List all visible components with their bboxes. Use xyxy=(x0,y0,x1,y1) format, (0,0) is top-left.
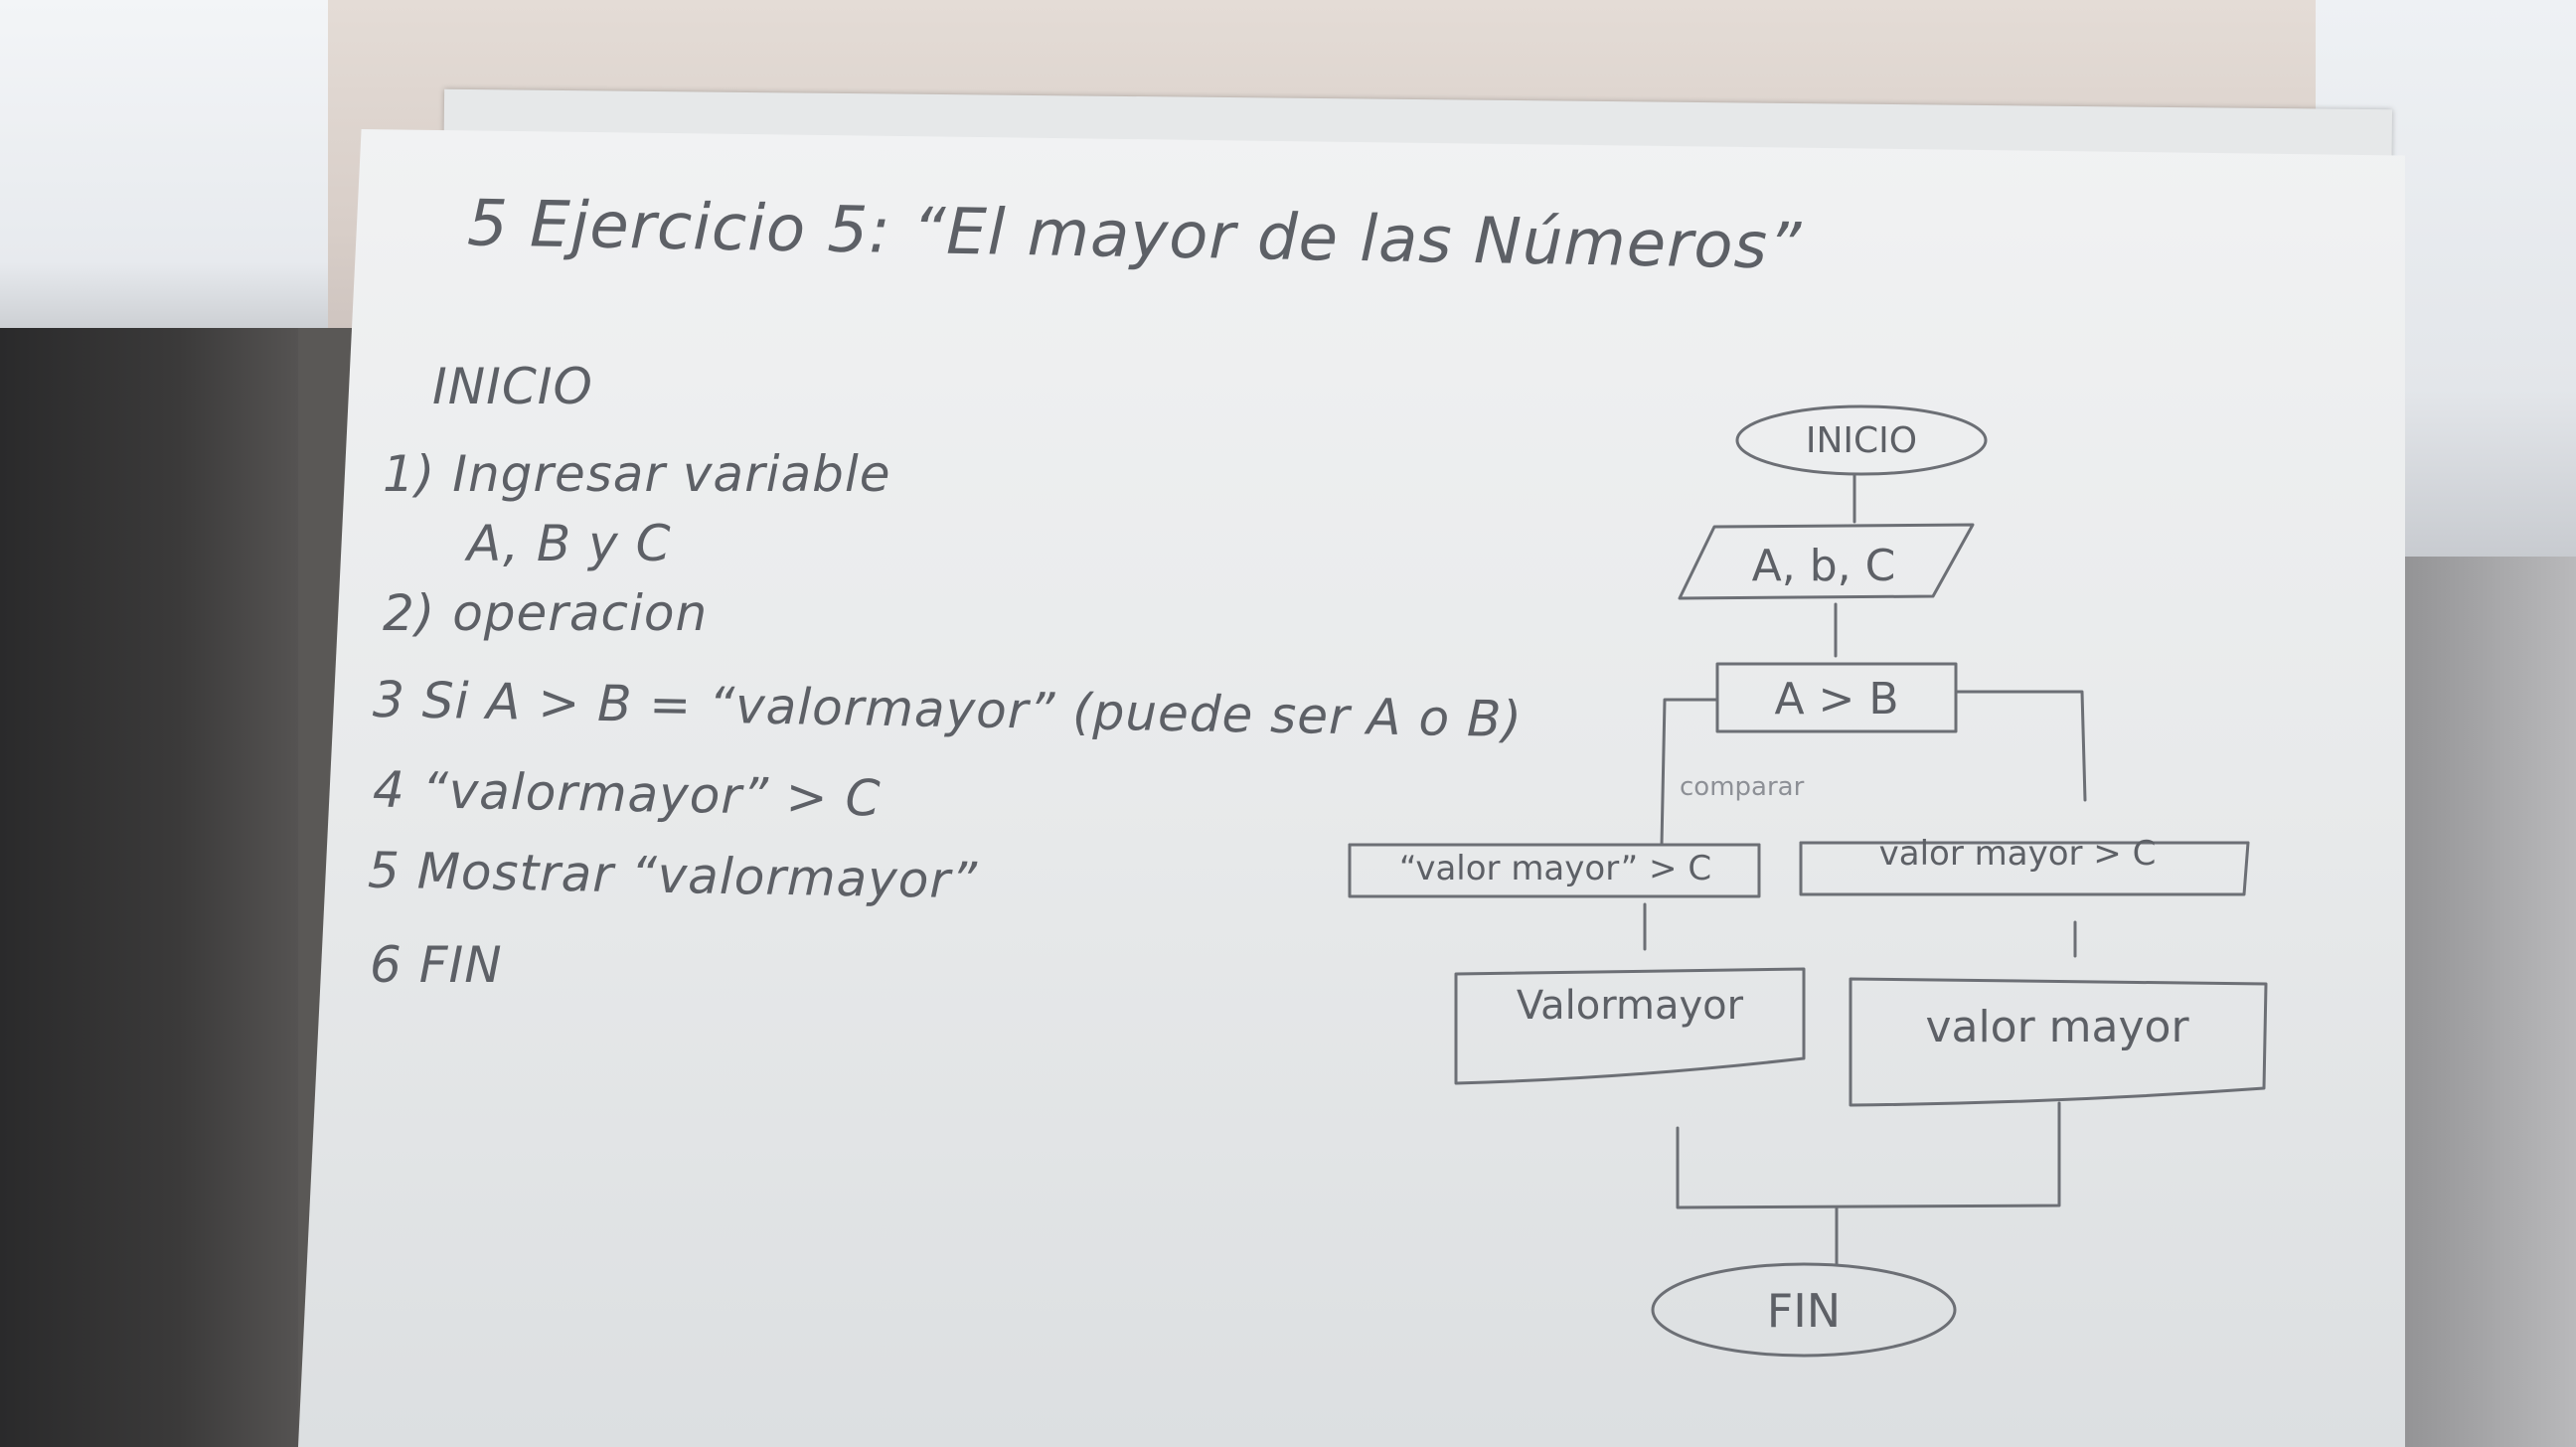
flowchart-input-label: A, b, C xyxy=(1752,541,1896,591)
flowchart-right-branch-label: valor mayor > C xyxy=(1879,834,2157,874)
connector-decision-right xyxy=(1954,690,2087,802)
background-left-dark xyxy=(0,328,298,1447)
flowchart-right-display xyxy=(1849,977,2268,1107)
step-inicio: INICIO xyxy=(432,358,593,415)
background-left-light xyxy=(0,0,328,328)
flowchart-decision-label: A > B xyxy=(1774,674,1898,724)
connector-decision-left xyxy=(1660,698,1719,847)
flowchart-right-condition-box xyxy=(1799,841,2250,896)
flowchart-left-condition-box xyxy=(1348,843,1761,898)
flowchart-start-label: INICIO xyxy=(1806,420,1917,461)
flowchart-end-terminator xyxy=(1651,1262,1957,1358)
flowchart-left-branch-label: “valor mayor” > C xyxy=(1399,849,1711,888)
step-1: 1) Ingresar variable xyxy=(383,445,891,503)
step-2: 2) operacion xyxy=(383,584,709,642)
flowchart-left-display xyxy=(1454,967,1806,1085)
flowchart-right-output-label: valor mayor xyxy=(1925,1002,2189,1052)
step-6: 6 FIN xyxy=(370,936,503,994)
flowchart-left-output-label: Valormayor xyxy=(1517,983,1744,1029)
flowchart-decision-box xyxy=(1715,662,1958,733)
flowchart-end-label: FIN xyxy=(1767,1284,1841,1338)
flowchart-start-terminator xyxy=(1735,404,1988,476)
paper-sheet xyxy=(298,129,2405,1447)
step-1-variables: A, B y C xyxy=(467,515,672,572)
flowchart-input-parallelogram xyxy=(1678,523,1975,600)
connector-merge xyxy=(1676,1101,2061,1209)
flowchart-compare-note: comparar xyxy=(1680,772,1805,802)
